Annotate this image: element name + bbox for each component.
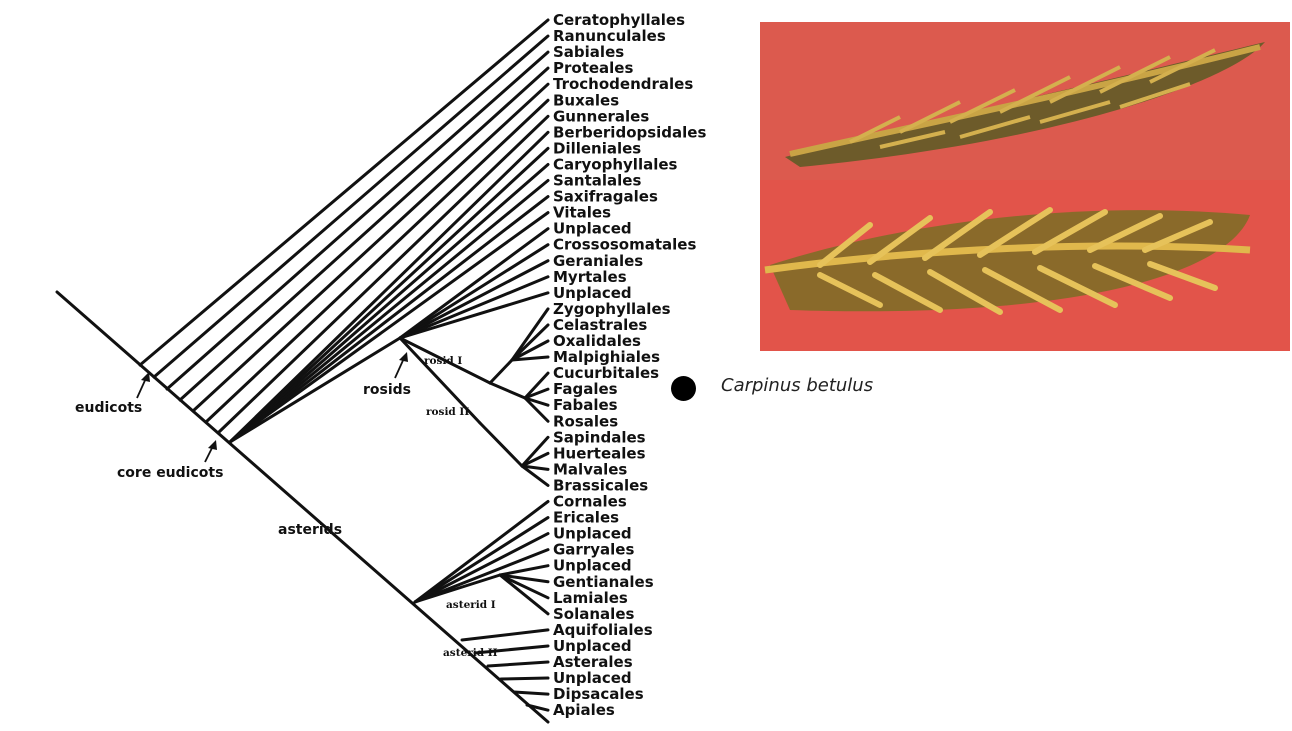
branch-4 xyxy=(193,84,548,411)
rosid-1-label: rosid I xyxy=(424,355,462,367)
branch-11 xyxy=(230,197,548,442)
leaf-photo-top xyxy=(760,22,1290,180)
asterid-1-label: asterid I xyxy=(446,599,496,611)
core-eudicots-arrowhead xyxy=(208,440,217,450)
branch-3 xyxy=(180,68,548,400)
rosid-2-label: rosid II xyxy=(426,406,469,418)
rosids-arrowhead xyxy=(399,352,408,362)
branch-5 xyxy=(206,100,548,422)
rosid-1a-branch xyxy=(490,360,512,383)
branch-41 xyxy=(501,678,548,679)
branch-42 xyxy=(514,692,548,694)
leaf-photo-bottom xyxy=(760,180,1290,351)
rosids-label: rosids xyxy=(363,382,411,398)
rosid-1b-branch xyxy=(490,383,525,398)
asterid-2-label: asterid II xyxy=(443,647,498,659)
branch-26 xyxy=(522,437,548,466)
taxon-labels: CeratophyllalesRanunculalesSabialesProte… xyxy=(553,11,706,719)
branch-14 xyxy=(400,245,548,338)
branch-32 xyxy=(415,534,548,602)
rosid-2a-branch xyxy=(480,423,522,466)
branch-9 xyxy=(230,164,548,442)
core-eudicots-label: core eudicots xyxy=(117,465,223,481)
branch-18 xyxy=(512,309,548,360)
eudicots-arrowhead xyxy=(141,372,150,382)
branch-40 xyxy=(488,662,548,666)
taxon-label-apiales: Apiales xyxy=(553,701,615,719)
species-label: Carpinus betulus xyxy=(721,375,873,396)
species-marker-dot xyxy=(671,376,696,401)
eudicots-label: eudicots xyxy=(75,400,142,416)
branch-16 xyxy=(400,277,548,338)
tree-branches xyxy=(57,20,548,722)
branch-38 xyxy=(462,630,548,640)
asterids-label: asterids xyxy=(278,522,342,538)
